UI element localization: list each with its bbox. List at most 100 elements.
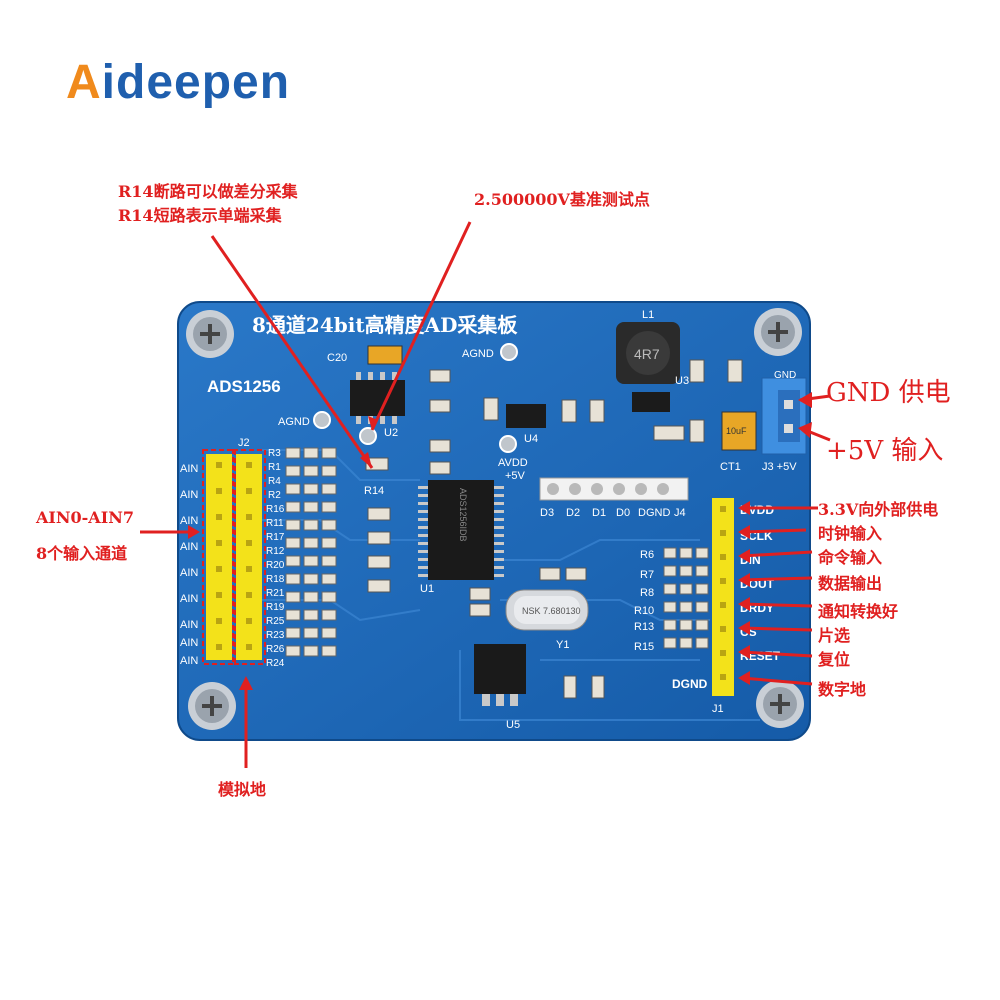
svg-text:R15: R15	[634, 641, 654, 653]
j4-pin-d0: D0	[616, 507, 630, 519]
brand-logo: Aideepen	[66, 55, 290, 110]
u1-adc-chip: ADS1256IDB	[418, 480, 504, 580]
svg-text:R6: R6	[640, 549, 654, 561]
svg-text:R2: R2	[268, 490, 281, 501]
svg-text:DGND: DGND	[672, 677, 708, 691]
ct1-label: CT1	[720, 461, 741, 473]
l1-label: L1	[642, 309, 654, 321]
svg-text:AIN: AIN	[180, 619, 198, 631]
annotation-vref: 2.500000V基准测试点	[474, 190, 650, 209]
mounting-screw	[186, 310, 234, 358]
brand-logo-text: Aideepen	[66, 56, 291, 109]
annotation-r14-single-ended: R14短路表示单端采集	[118, 206, 282, 225]
svg-text:R25: R25	[266, 616, 285, 627]
agnd-label-top: AGND	[462, 348, 494, 360]
regulator-u5	[474, 644, 526, 706]
callout-arrows	[140, 221, 831, 768]
svg-text:R23: R23	[266, 630, 285, 641]
j2-header	[202, 449, 266, 665]
annotation-dgnd: 数字地	[818, 680, 867, 699]
annotation-5v-input: +5V 输入	[826, 436, 944, 466]
j4-label: J4	[674, 507, 686, 519]
svg-text:AIN: AIN	[180, 541, 198, 553]
y1-label: Y1	[556, 639, 569, 651]
svg-text:ADS1256IDB: ADS1256IDB	[458, 488, 468, 542]
annotation-drdy: 通知转换好	[818, 602, 899, 621]
j4-pin-d3: D3	[540, 507, 554, 519]
crystal-y1: NSK 7.680130	[505, 589, 589, 631]
svg-text:R19: R19	[266, 602, 285, 613]
gnd-label: GND	[774, 370, 796, 381]
svg-text:AIN: AIN	[180, 637, 198, 649]
u3-label: U3	[675, 375, 689, 387]
annotation-dout: 数据输出	[818, 574, 883, 593]
c20-label: C20	[327, 352, 347, 364]
svg-text:AIN: AIN	[180, 463, 198, 475]
annotation-cs: 片选	[818, 626, 851, 645]
svg-text:AIN: AIN	[180, 593, 198, 605]
j1-header	[712, 498, 734, 696]
smd-capacitors	[429, 359, 743, 699]
svg-text:R16: R16	[266, 504, 285, 515]
annotation-ain-range: AIN0-AIN7	[36, 508, 134, 527]
mounting-screw	[188, 682, 236, 730]
u2-label: U2	[384, 427, 398, 439]
j1-label: J1	[712, 703, 724, 715]
left-resistor-labels: R3 R1 R4 R2 R16 R11 R17 R12 R20 R18 R21 …	[266, 448, 285, 669]
svg-text:R26: R26	[266, 644, 285, 655]
ain-labels: AIN AIN AIN AIN AIN AIN AIN AIN AIN	[180, 463, 198, 667]
svg-text:R4: R4	[268, 476, 281, 487]
u4-label: U4	[524, 433, 538, 445]
svg-text:R12: R12	[266, 546, 285, 557]
annotation-gnd-supply: GND 供电	[826, 378, 951, 408]
svg-text:R21: R21	[266, 588, 285, 599]
tant-text: 10uF	[726, 426, 747, 436]
svg-text:R7: R7	[640, 569, 654, 581]
j4-pin-d1: D1	[592, 507, 606, 519]
j3-label: J3 +5V	[762, 461, 797, 473]
r14-label: R14	[364, 485, 384, 497]
agnd-label-left: AGND	[278, 416, 310, 428]
svg-text:4R7: 4R7	[634, 346, 660, 362]
svg-text:R10: R10	[634, 605, 654, 617]
svg-text:AIN: AIN	[180, 489, 198, 501]
annotation-sclk: 时钟输入	[818, 524, 883, 543]
inductor-l1: 4R7	[616, 322, 680, 384]
board-title: 8通道24bit高精度AD采集板	[252, 313, 518, 337]
j4-pin-d2: D2	[566, 507, 580, 519]
mounting-screw	[754, 308, 802, 356]
svg-text:R11: R11	[266, 518, 284, 529]
annotation-analog-gnd: 模拟地	[218, 780, 267, 799]
svg-text:R8: R8	[640, 587, 654, 599]
u1-label: U1	[420, 583, 434, 595]
annotation-din: 命令输入	[818, 548, 883, 567]
svg-text:R24: R24	[266, 658, 285, 669]
mounting-screw	[756, 680, 804, 728]
svg-text:R1: R1	[268, 462, 281, 473]
annotation-dvdd: 3.3V向外部供电	[818, 500, 939, 519]
svg-text:R13: R13	[634, 621, 654, 633]
svg-text:AIN: AIN	[180, 515, 198, 527]
avdd-label: AVDD	[498, 457, 528, 469]
svg-text:R18: R18	[266, 574, 285, 585]
j4-pin-dgnd: DGND	[638, 507, 670, 519]
annotation-r14-differential: R14断路可以做差分采集	[118, 182, 298, 201]
resistor-column-mid	[365, 457, 391, 593]
plus5-label: +5V	[505, 470, 526, 482]
u5-label: U5	[506, 719, 520, 731]
left-passives	[285, 447, 337, 657]
annotation-reset: 复位	[818, 650, 851, 669]
svg-text:R20: R20	[266, 560, 285, 571]
right-resistor-labels: R6 R7 R8 R10 R13 R15	[634, 549, 654, 653]
svg-text:R3: R3	[268, 448, 281, 459]
right-passives	[663, 547, 709, 649]
svg-text:R17: R17	[266, 532, 285, 543]
svg-text:AIN: AIN	[180, 655, 198, 667]
svg-text:NSK 7.680130: NSK 7.680130	[522, 606, 581, 616]
power-connector-j3	[761, 377, 807, 455]
j2-label: J2	[238, 437, 250, 449]
annotation-ain-channels: 8个输入通道	[36, 544, 128, 563]
chip-label: ADS1256	[207, 377, 281, 396]
svg-text:AIN: AIN	[180, 567, 198, 579]
